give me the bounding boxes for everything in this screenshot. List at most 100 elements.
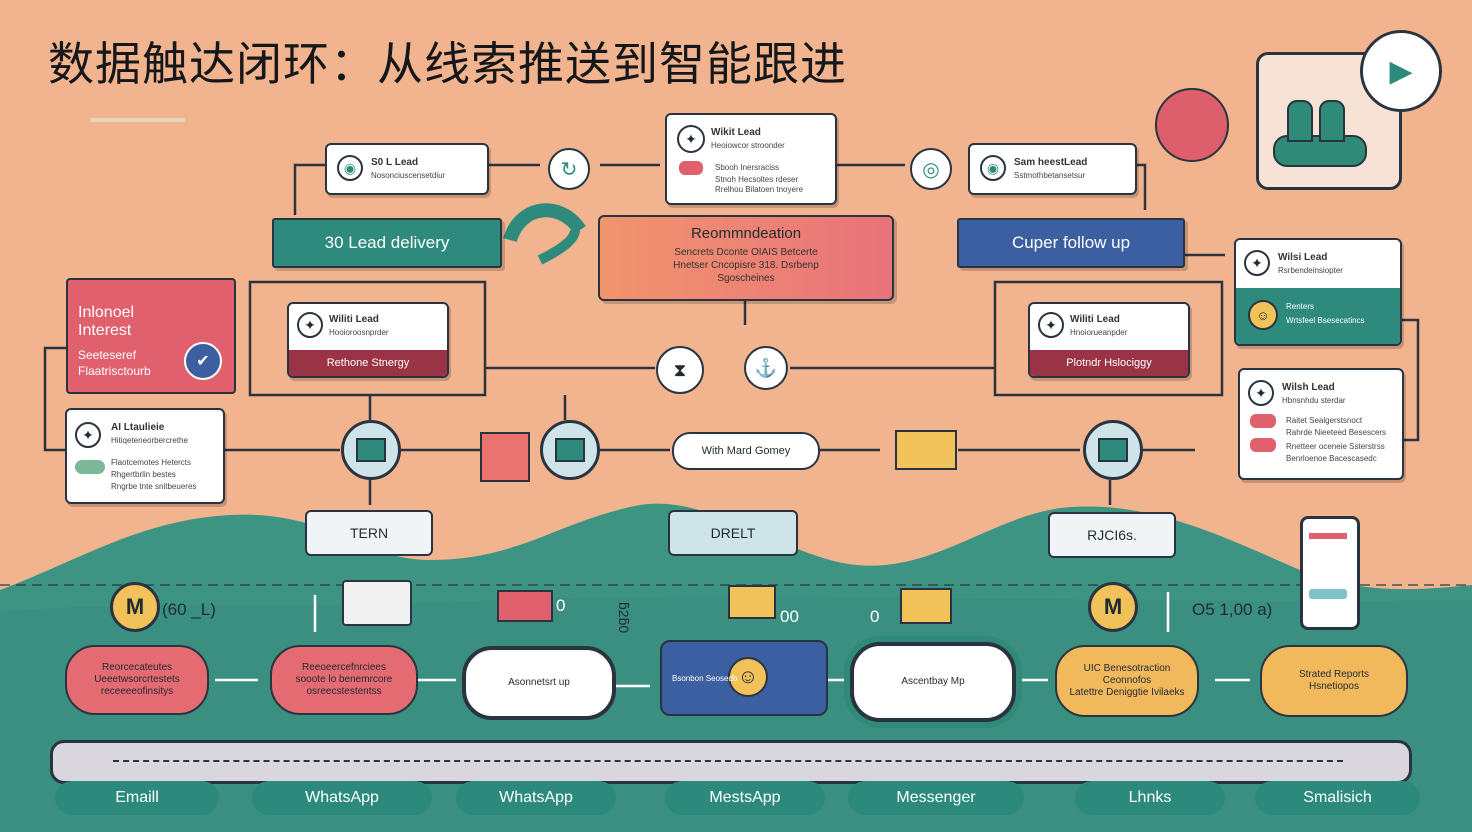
strategy-card-left[interactable]: ✦ Wiliti Lead Hooioroosnprder Rethone St… xyxy=(287,302,449,378)
lead-delivery-bar[interactable]: 30 Lead delivery xyxy=(272,218,502,268)
ai-lead-card[interactable]: ✦ AI Ltaulieie Hitiqeteneorbercrethe Fla… xyxy=(65,408,225,504)
card-line: Sbooh Inersraciss xyxy=(715,163,780,172)
flower-card-icon xyxy=(480,432,530,482)
count-label: O5 1,00 a) xyxy=(1192,600,1273,619)
channel-messapp[interactable]: MestsApp xyxy=(665,781,825,815)
compass-icon: ✦ xyxy=(297,312,323,338)
count-label: ƃ2ƃ0 xyxy=(616,602,632,634)
compass-icon: ✦ xyxy=(1244,250,1270,276)
box-node-icon[interactable] xyxy=(540,420,600,480)
page-title: 数据触达闭环：从线索推送到智能跟进 xyxy=(48,37,847,91)
recommendation-line: Hnetser Cncopisre 318. Dsrbenp xyxy=(673,260,819,271)
compass-icon: ✦ xyxy=(75,422,101,448)
card-subtitle: Hbnsnhdu sterdar xyxy=(1282,396,1346,405)
card-title: Wikit Lead xyxy=(711,127,761,138)
channel-email[interactable]: Emaill xyxy=(55,781,219,815)
card-line: Rngrbe tnte snitbeueres xyxy=(111,482,197,491)
compass-icon: ✦ xyxy=(1248,380,1274,406)
card-line: Flaotcemotes Hetercts xyxy=(111,458,192,467)
paper-plane-icon xyxy=(342,580,412,626)
timeline-dashes xyxy=(113,760,1343,762)
flow-step-label: Bsonbon Seosedb xyxy=(672,674,738,683)
envelope-icon xyxy=(728,585,776,619)
timeline-track xyxy=(50,740,1412,784)
flow-step-card[interactable]: ☺ Bsonbon Seosedb xyxy=(660,640,828,716)
flow-step-pill[interactable]: Asonnetsrt up xyxy=(462,646,616,720)
channel-whatsapp[interactable]: WhatsApp xyxy=(252,781,432,815)
hourglass-icon[interactable]: ⧗ xyxy=(656,346,704,394)
status-badge xyxy=(1250,414,1276,428)
status-badge xyxy=(679,161,703,175)
recommendation-line: Sgoscheines xyxy=(717,273,775,284)
box-node-icon[interactable] xyxy=(1083,420,1143,480)
card-line: Benrloenoe Bacescasedc xyxy=(1286,454,1377,463)
lead-card-left[interactable]: ◉ S0 L Lead Nosonciuscensetdiur xyxy=(325,143,489,195)
card-line: Rhgertbrlin bestes xyxy=(111,470,176,479)
channel-links[interactable]: Lhnks xyxy=(1075,781,1225,815)
sync-icon[interactable]: ◎ xyxy=(910,148,952,190)
envelope-icon xyxy=(895,430,957,470)
stage-label[interactable]: DRELT xyxy=(668,510,798,556)
card-title: Wiliti Lead xyxy=(329,314,379,325)
card-title: Wiliti Lead xyxy=(1070,314,1120,325)
count-label: 0 xyxy=(870,607,880,626)
card-subtitle: Rsrbendeinsiopter xyxy=(1278,266,1343,275)
interest-panel[interactable]: Inlonoel Interest Seeteseref Flaatriscto… xyxy=(66,278,236,394)
stage-label[interactable]: TERN xyxy=(305,510,433,556)
card-title: AI Ltaulieie xyxy=(111,422,165,433)
recommendation-box[interactable]: Reommndeation Sencrets Dconte OIAIS Betc… xyxy=(598,215,894,301)
anchor-icon[interactable]: ⚓ xyxy=(744,346,788,390)
card-footer: ☺ Renters Wrtsfeel Bsesecatincs xyxy=(1236,288,1400,344)
play-icon[interactable]: ▶ xyxy=(1360,30,1442,112)
card-subtitle: Heoiowcor stroonder xyxy=(711,141,785,150)
title-underline xyxy=(90,118,185,122)
strategy-band: Plotndr Hslociggy xyxy=(1030,350,1188,376)
envelope-icon xyxy=(900,588,952,624)
chat-icon: ◉ xyxy=(980,155,1006,181)
count-label: 00 xyxy=(780,607,799,626)
lead-card-right[interactable]: ◉ Sam heestLead Sstmothbetansetsur xyxy=(968,143,1137,195)
compass-icon: ✦ xyxy=(677,125,705,153)
mail-gateway-chip[interactable]: With Mard Gomey xyxy=(672,432,820,470)
refresh-icon[interactable]: ↻ xyxy=(548,148,590,190)
channel-sms[interactable]: Smalisich xyxy=(1255,781,1420,815)
card-title: Wilsi Lead xyxy=(1278,252,1328,263)
phone-icon xyxy=(1300,516,1360,630)
card-line: Rahrde Nieeteed Besescers xyxy=(1286,428,1387,437)
lead-card-center[interactable]: ✦ Wikit Lead Heoiowcor stroonder Sbooh I… xyxy=(665,113,837,205)
status-badge xyxy=(1250,438,1276,452)
flow-step-pill[interactable]: Ascentbay Mp xyxy=(850,642,1016,722)
interest-line: Seeteseref xyxy=(78,348,137,362)
follow-up-bar[interactable]: Cuper follow up xyxy=(957,218,1185,268)
m-badge-icon: M xyxy=(110,582,160,632)
smiley-icon: ☺ xyxy=(728,657,768,697)
strategy-card-right[interactable]: ✦ Wiliti Lead Hnoiorueanpder Plotndr Hsl… xyxy=(1028,302,1190,378)
card-title: Sam heestLead xyxy=(1014,157,1088,168)
recommendation-line: Sencrets Dconte OIAIS Betcerte xyxy=(674,247,818,258)
check-icon: ✔ xyxy=(184,342,222,380)
stage-label[interactable]: RJCI6s. xyxy=(1048,512,1176,558)
card-title: Wilsh Lead xyxy=(1282,382,1335,393)
card-line: Raitet Sealgerstsnoct xyxy=(1286,416,1363,425)
smiley-icon: ☺ xyxy=(1248,300,1278,330)
box-node-icon[interactable] xyxy=(341,420,401,480)
status-badge xyxy=(75,460,105,474)
strategy-band: Rethone Stnergy xyxy=(289,350,447,376)
card-subtitle: Hnoiorueanpder xyxy=(1070,328,1128,337)
compass-icon: ✦ xyxy=(1038,312,1064,338)
card-subtitle: Nosonciuscensetdiur xyxy=(371,171,446,180)
card-subtitle: Sstmothbetansetsur xyxy=(1014,171,1086,180)
channel-messenger[interactable]: Messenger xyxy=(848,781,1024,815)
interest-line: Inlonoel xyxy=(78,304,135,321)
lead-card-right-bottom[interactable]: ✦ Wilsh Lead Hbnsnhdu sterdar Raitet Sea… xyxy=(1238,368,1404,480)
card-title: S0 L Lead xyxy=(371,157,419,168)
card-subtitle: Hitiqeteneorbercrethe xyxy=(111,436,188,445)
card-line: Renters xyxy=(1286,302,1315,311)
m-badge-icon: M xyxy=(1088,582,1138,632)
channel-whatsapp-2[interactable]: WhatsApp xyxy=(456,781,616,815)
lead-card-right-top[interactable]: ✦ Wilsi Lead Rsrbendeinsiopter ☺ Renters… xyxy=(1234,238,1402,346)
